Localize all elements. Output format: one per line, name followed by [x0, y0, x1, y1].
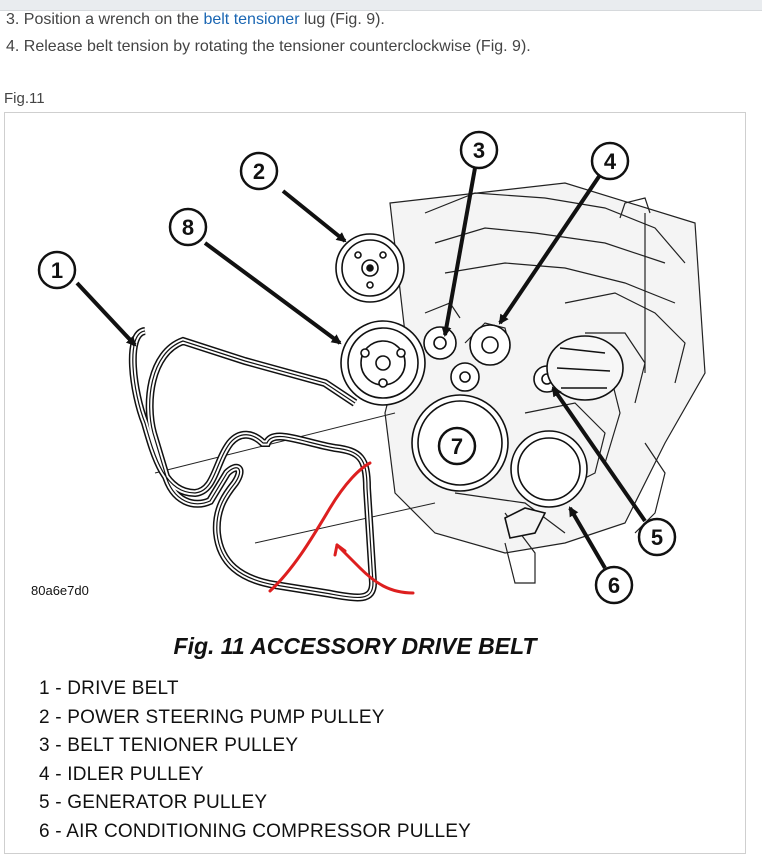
arrow-1 — [75, 281, 137, 347]
legend-item: 4 - IDLER PULLEY — [39, 763, 204, 785]
callout-7-circle — [437, 426, 477, 466]
engine-block — [154, 182, 706, 584]
callout-5: 5 — [651, 525, 663, 550]
top-bar — [0, 0, 762, 11]
callout-6-circle — [594, 565, 634, 605]
callout-6: 6 — [608, 573, 620, 598]
callout-4-circle — [590, 141, 630, 181]
callout-3: 3 — [473, 138, 485, 163]
small-idler — [450, 362, 480, 392]
arrow-8 — [203, 241, 342, 345]
arrow-4 — [498, 173, 602, 325]
callout-1-circle — [37, 250, 77, 290]
arrow-6 — [568, 506, 607, 570]
belt-tensioner-link[interactable]: belt tensioner — [203, 11, 300, 28]
arrow-2 — [281, 189, 347, 243]
callout-8-circle — [168, 207, 208, 247]
generator-body — [546, 335, 624, 401]
step-4: 4. Release belt tension by rotating the … — [6, 38, 531, 55]
step-3-text: 3. Position a wrench on the — [6, 11, 204, 28]
belt-diagram: 1 2 3 4 5 6 7 8 — [37, 130, 706, 605]
figure-caption: Fig. 11 ACCESSORY DRIVE BELT — [173, 633, 537, 659]
legend-item: 5 - GENERATOR PULLEY — [39, 792, 268, 813]
legend-item: 2 - POWER STEERING PUMP PULLEY — [39, 706, 385, 728]
red-annotation-arrow — [268, 461, 415, 595]
arrow-5 — [551, 386, 647, 523]
figure-legend: 1 - DRIVE BELT 2 - POWER STEERING PUMP P… — [39, 675, 471, 846]
figure-label: Fig.11 — [4, 90, 45, 107]
arrow-3 — [441, 167, 477, 337]
callout-2-circle — [239, 151, 279, 191]
figure-image: 1 2 3 4 5 6 7 8 80a6e7d0 Fig. 11 ACCESSO… — [4, 112, 746, 854]
belt-tensioner-pulley — [423, 326, 457, 360]
callout-4: 4 — [604, 149, 617, 174]
legend-item: 6 - AIR CONDITIONING COMPRESSOR PULLEY — [39, 820, 472, 842]
callout-2: 2 — [253, 159, 265, 184]
legend-item: 1 - DRIVE BELT — [39, 678, 179, 699]
power-steering-pulley — [335, 233, 405, 303]
ac-compressor-pulley — [504, 430, 588, 539]
callout-1: 1 — [51, 258, 63, 283]
callout-7: 7 — [451, 434, 463, 459]
crank-damper-pulley — [340, 320, 426, 406]
drive-belt — [128, 327, 378, 602]
idler-pulley — [469, 324, 511, 366]
callout-5-circle — [637, 517, 677, 557]
image-code: 80a6e7d0 — [31, 583, 89, 598]
step-3-suffix: lug (Fig. 9). — [299, 11, 385, 28]
legend-item: 3 - BELT TENIONER PULLEY — [39, 735, 299, 756]
step-3: 3. Position a wrench on the belt tension… — [6, 11, 385, 29]
callout-8: 8 — [182, 215, 194, 240]
callout-3-circle — [459, 130, 499, 170]
